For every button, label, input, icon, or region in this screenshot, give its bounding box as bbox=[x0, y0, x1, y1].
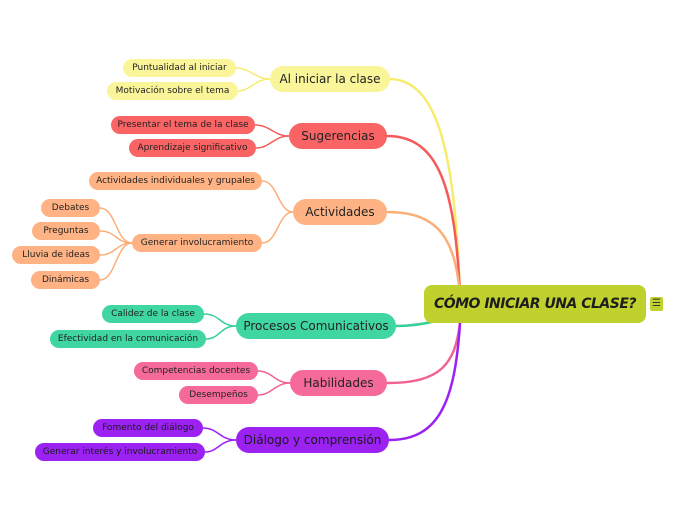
leaf-presentar-el-tema[interactable]: Presentar el tema de la clase bbox=[111, 116, 255, 134]
leaf-fomento-del-dialogo[interactable]: Fomento del diálogo bbox=[93, 419, 203, 437]
branch-dialogo-y-comprension[interactable]: Diálogo y comprensión bbox=[236, 427, 389, 453]
connector-root-branch-3 bbox=[385, 210, 462, 297]
branch-habilidades[interactable]: Habilidades bbox=[290, 370, 387, 396]
leaf-generar-involucramiento[interactable]: Generar involucramiento bbox=[132, 234, 262, 252]
central-topic[interactable]: CÓMO INICIAR UNA CLASE? bbox=[424, 285, 646, 323]
connector-root-branch-6 bbox=[387, 321, 462, 442]
leaf-competencias-docentes[interactable]: Competencias docentes bbox=[134, 362, 258, 380]
leaf-actividades-individuales-y-grupales[interactable]: Actividades individuales y grupales bbox=[89, 172, 262, 190]
branch-procesos-comunicativos[interactable]: Procesos Comunicativos bbox=[236, 313, 396, 339]
connector-root-branch-2 bbox=[385, 134, 462, 297]
leaf-efectividad-en-la-comunicacion[interactable]: Efectividad en la comunicación bbox=[50, 330, 206, 348]
leaf-motivacion-sobre-el-tema[interactable]: Motivación sobre el tema bbox=[107, 82, 238, 100]
hamburger-menu-icon[interactable]: ☰ bbox=[650, 297, 663, 311]
branch-actividades[interactable]: Actividades bbox=[293, 199, 387, 225]
branch-sugerencias[interactable]: Sugerencias bbox=[289, 123, 387, 149]
connector-root-branch-5 bbox=[385, 321, 462, 385]
connector-root-branch-1 bbox=[388, 77, 462, 297]
leaf-lluvia-de-ideas[interactable]: Lluvia de ideas bbox=[12, 246, 100, 264]
leaf-generar-interes-y-involucramiento[interactable]: Generar interés y involucramiento bbox=[35, 443, 205, 461]
leaf-debates[interactable]: Debates bbox=[41, 199, 100, 217]
leaf-puntualidad-al-iniciar[interactable]: Puntualidad al iniciar bbox=[123, 59, 236, 77]
leaf-aprendizaje-significativo[interactable]: Aprendizaje significativo bbox=[129, 139, 256, 157]
branch-al-iniciar-la-clase[interactable]: Al iniciar la clase bbox=[270, 66, 390, 92]
leaf-dinamicas[interactable]: Dinámicas bbox=[31, 271, 100, 289]
leaf-calidez-de-la-clase[interactable]: Calidez de la clase bbox=[102, 305, 204, 323]
leaf-preguntas[interactable]: Preguntas bbox=[32, 222, 100, 240]
leaf-desempenos[interactable]: Desempeños bbox=[179, 386, 258, 404]
